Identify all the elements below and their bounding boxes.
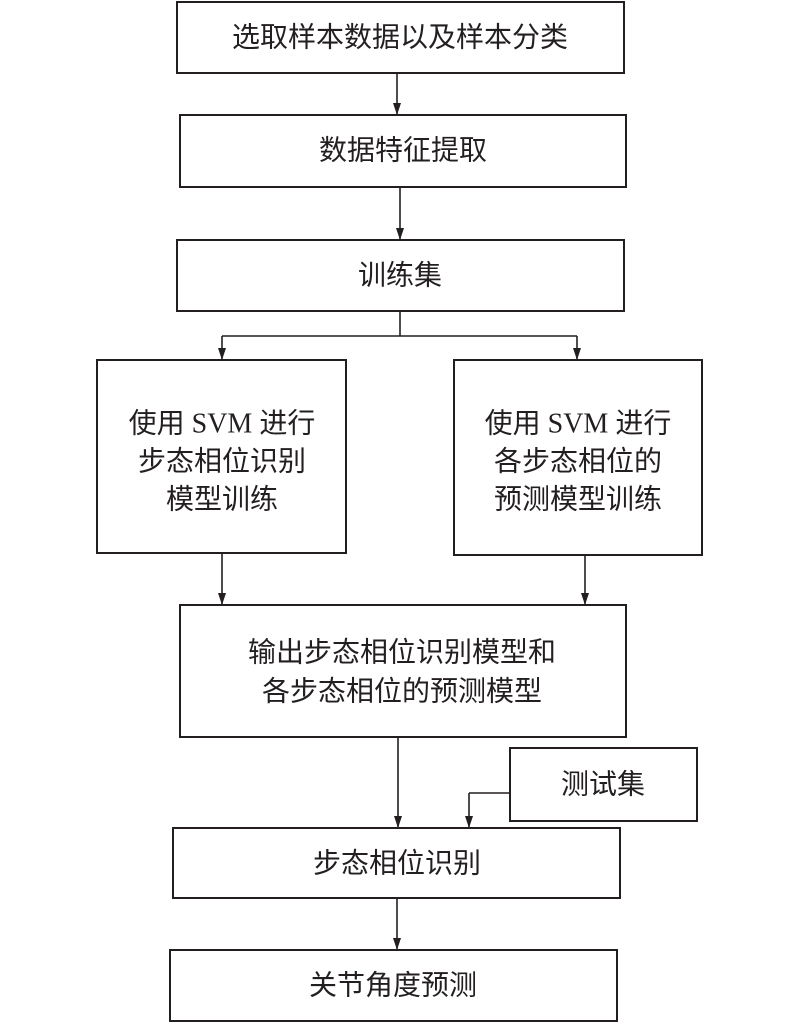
node-joint-angle-prediction: 关节角度预测	[169, 949, 618, 1022]
node-phase-recognition-training: 使用 SVM 进行 步态相位识别 模型训练	[96, 359, 347, 554]
node-sample-selection: 选取样本数据以及样本分类	[176, 1, 625, 74]
node-prediction-training-line-2: 各步态相位的	[494, 446, 662, 478]
node-phase-prediction-training: 使用 SVM 进行 各步态相位的 预测模型训练	[453, 359, 703, 556]
node-test-set: 测试集	[509, 747, 698, 822]
node-training-set: 训练集	[176, 239, 625, 312]
node-training-set-label: 训练集	[358, 260, 442, 292]
node-feature-extraction: 数据特征提取	[179, 114, 627, 188]
node-joint-angle-prediction-label: 关节角度预测	[309, 970, 477, 1002]
node-prediction-training-line-1: 使用 SVM 进行	[485, 408, 672, 440]
node-test-set-label: 测试集	[561, 769, 645, 801]
node-output-models: 输出步态相位识别模型和 各步态相位的预测模型	[179, 604, 627, 738]
node-recognition-training-line-2: 步态相位识别	[138, 446, 306, 478]
node-prediction-training-line-3: 预测模型训练	[494, 484, 662, 516]
node-recognition-training-line-3: 模型训练	[166, 484, 278, 516]
node-output-models-line-1: 输出步态相位识别模型和	[248, 637, 556, 669]
node-phase-recognition: 步态相位识别	[172, 827, 621, 899]
node-recognition-training-line-1: 使用 SVM 进行	[129, 408, 316, 440]
node-feature-extraction-label: 数据特征提取	[319, 135, 487, 167]
node-phase-recognition-label: 步态相位识别	[313, 848, 481, 880]
arrow-test-set-to-phase-recognition	[465, 792, 510, 828]
branch-connector	[218, 311, 581, 360]
node-output-models-line-2: 各步态相位的预测模型	[262, 676, 542, 708]
node-sample-selection-label: 选取样本数据以及样本分类	[232, 22, 568, 54]
